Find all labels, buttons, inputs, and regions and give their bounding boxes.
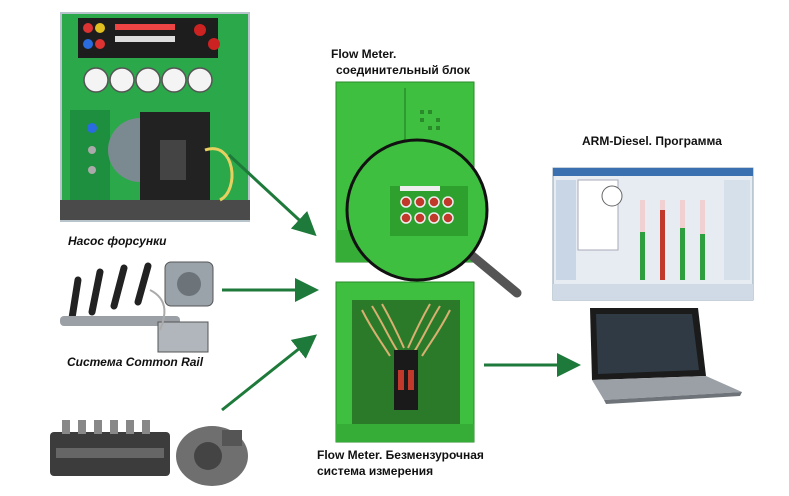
flow-meter-block-label-line2: соединительный блок [336,63,470,77]
common-rail-photo [60,261,214,353]
arm-diesel-label: ARM-Diesel. Программа [582,134,722,148]
software-screenshot [552,167,754,301]
flow-meter-block-label-line1: Flow Meter. [331,47,397,61]
injection-pump-photo [50,420,248,486]
flow-meter-system-label-line2: система измерения [317,464,434,478]
test-bench-photo [60,12,250,222]
arrow-bench-to-center [227,153,317,237]
laptop-icon [590,308,742,404]
pump-injectors-label: Насос форсунки [68,234,167,248]
common-rail-label: Система Common Rail [67,355,204,369]
arrow-pump-to-center [221,334,318,412]
flow-meter-system-photo [335,281,475,443]
magnifier-icon [345,138,522,298]
flow-meter-system-label-line1: Flow Meter. Безмензурочная [317,448,484,462]
